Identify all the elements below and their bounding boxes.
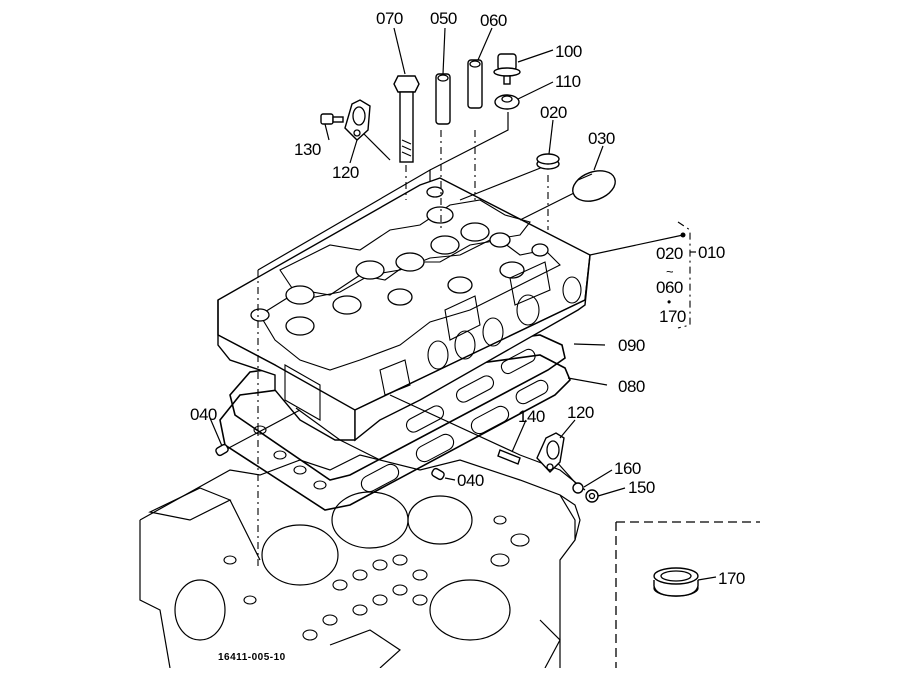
callout-100: 100 (555, 42, 582, 61)
part-170-seat-ring (653, 567, 699, 597)
assembly-extra-dot: • (667, 295, 671, 309)
part-020-ring (536, 153, 560, 170)
callout-120-top: 120 (332, 163, 359, 182)
part-150-nut (585, 489, 599, 503)
assembly-range-end: 060 (656, 278, 683, 297)
callout-070: 070 (376, 9, 403, 28)
engine-block (139, 454, 581, 669)
callout-150: 150 (628, 478, 655, 497)
figure-code: 16411-005-10 (218, 652, 286, 663)
part-120-hanger-bottom (536, 432, 565, 474)
callout-160: 160 (614, 459, 641, 478)
cylinder-head (217, 177, 591, 442)
part-040-pin-left (215, 443, 229, 457)
callout-110: 110 (555, 72, 581, 91)
part-120-hanger-top (344, 99, 371, 141)
assembly-extra-170: 170 (659, 307, 686, 326)
callout-140: 140 (518, 407, 545, 426)
part-110-washer (494, 94, 520, 110)
part-140-stud (497, 449, 521, 465)
callout-130: 130 (294, 140, 321, 159)
callout-030: 030 (588, 129, 615, 148)
part-030-cap (572, 170, 616, 202)
part-060-guide (467, 59, 483, 109)
callout-labels: 070 050 060 100 110 020 030 130 120 090 … (190, 9, 745, 663)
part-070-bolt (393, 75, 420, 163)
callout-040-left: 040 (190, 405, 217, 424)
assembly-bracket (589, 221, 696, 329)
assembly-range-tilde: ~ (666, 264, 674, 279)
callout-020: 020 (540, 103, 567, 122)
callout-120-bottom: 120 (567, 403, 594, 422)
leader-lines (209, 27, 626, 497)
head-bores (250, 186, 549, 336)
callout-080: 080 (618, 377, 645, 396)
callout-090: 090 (618, 336, 645, 355)
part-040-pin-right (431, 467, 445, 481)
callout-170: 170 (718, 569, 745, 588)
assembly-range-start: 020 (656, 244, 683, 263)
callout-040-right: 040 (457, 471, 484, 490)
assembly-lines (224, 112, 586, 570)
part-160-washer (572, 482, 584, 494)
assembly-parent-010: 010 (698, 243, 725, 262)
part-100-plug (493, 53, 521, 85)
part-130-bolt (320, 113, 344, 125)
part-050-guide (435, 73, 451, 125)
callout-050: 050 (430, 9, 457, 28)
inset-box (615, 521, 760, 668)
callout-060: 060 (480, 11, 507, 30)
